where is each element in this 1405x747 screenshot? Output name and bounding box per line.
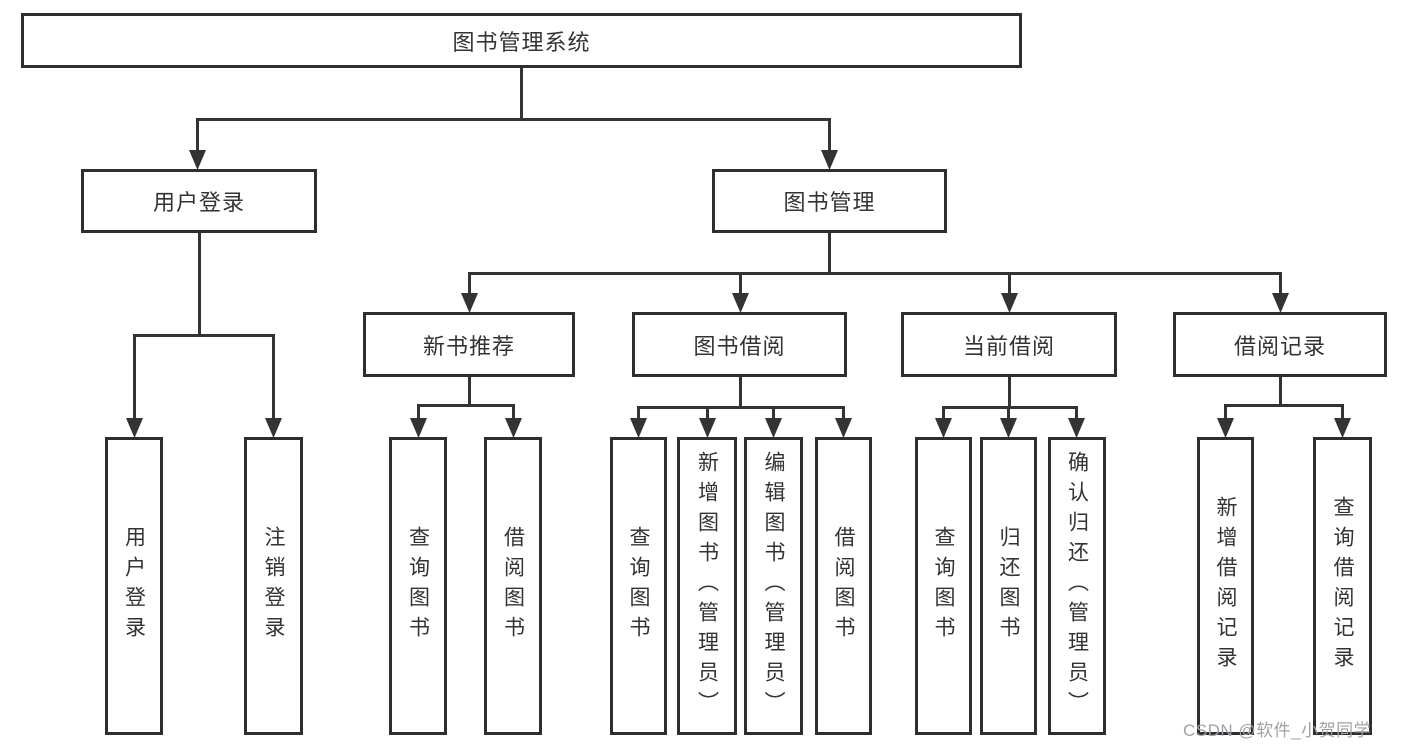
node-current-borrow-label: 当前借阅	[962, 333, 1055, 359]
leaf-borrow-books-label: 借阅图书	[832, 526, 855, 646]
leaf-add-book-admin-label: 新增图书（管理员）	[695, 451, 719, 721]
leaf-return-book-label: 归还图书	[997, 526, 1020, 646]
leaf-borrow-books-recommend-label: 借阅图书	[501, 526, 525, 646]
leaf-query-books-recommend-label: 查询图书	[406, 526, 430, 646]
leaf-query-books-current: 查询图书	[915, 437, 972, 735]
node-current-borrow: 当前借阅	[901, 312, 1117, 377]
node-borrow-records: 借阅记录	[1173, 312, 1387, 377]
leaf-add-book-admin: 新增图书（管理员）	[677, 437, 737, 735]
leaf-confirm-return-admin-label: 确认归还（管理员）	[1065, 451, 1089, 721]
node-root-label: 图书管理系统	[452, 29, 591, 55]
leaf-logout: 注销登录	[244, 437, 303, 735]
leaf-query-borrow-record: 查询借阅记录	[1313, 437, 1372, 735]
node-new-book-recommend-label: 新书推荐	[422, 333, 515, 359]
leaf-query-books-recommend: 查询图书	[389, 437, 447, 735]
node-book-borrow: 图书借阅	[632, 312, 847, 377]
node-book-management: 图书管理	[712, 169, 947, 233]
leaf-query-borrow-record-label: 查询借阅记录	[1331, 496, 1354, 676]
leaf-query-books-borrow: 查询图书	[610, 437, 667, 735]
node-book-management-label: 图书管理	[783, 190, 876, 215]
leaf-query-books-current-label: 查询图书	[932, 526, 955, 646]
node-book-borrow-label: 图书借阅	[693, 333, 786, 359]
node-new-book-recommend: 新书推荐	[363, 312, 575, 377]
node-root-system: 图书管理系统	[21, 13, 1022, 68]
node-user-login-label: 用户登录	[152, 190, 245, 215]
leaf-logout-label: 注销登录	[262, 526, 285, 646]
watermark: CSDN @软件_小贺同学	[1183, 721, 1372, 740]
leaf-add-borrow-record: 新增借阅记录	[1197, 437, 1254, 735]
leaf-confirm-return-admin: 确认归还（管理员）	[1048, 437, 1106, 735]
leaf-return-book: 归还图书	[980, 437, 1037, 735]
leaf-query-books-borrow-label: 查询图书	[627, 526, 650, 646]
leaf-add-borrow-record-label: 新增借阅记录	[1214, 496, 1237, 676]
node-borrow-records-label: 借阅记录	[1233, 333, 1326, 359]
leaf-borrow-books-recommend: 借阅图书	[484, 437, 542, 735]
leaf-edit-book-admin: 编辑图书（管理员）	[744, 437, 803, 735]
leaf-user-login: 用户登录	[105, 437, 163, 735]
node-user-login: 用户登录	[81, 169, 317, 233]
leaf-borrow-books: 借阅图书	[815, 437, 872, 735]
leaf-user-login-label: 用户登录	[122, 526, 146, 646]
leaf-edit-book-admin-label: 编辑图书（管理员）	[762, 451, 785, 721]
